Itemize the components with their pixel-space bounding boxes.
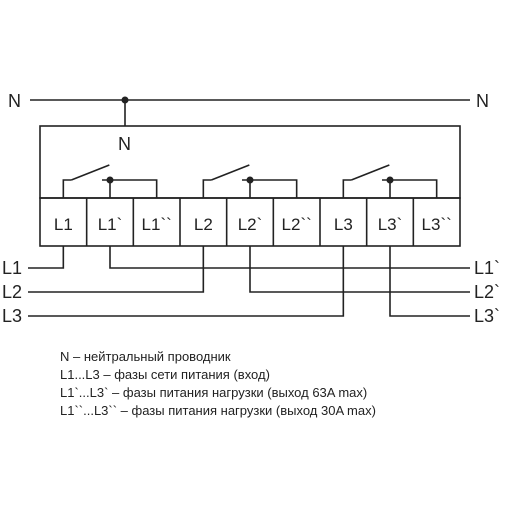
output-wire-l3-single [389,246,470,317]
input-label-l1: L1 [2,258,22,278]
output-label-l2-single: L2` [474,282,500,302]
relay-contacts [62,164,438,198]
relay-contact-blade [71,164,110,181]
legend-line-output-63a: L1`...L3` – фазы питания нагрузки (выход… [60,385,368,400]
terminal-l1: L1 [54,215,73,234]
terminal-l2-double: L2`` [282,215,312,234]
relay-input-stem [342,179,352,198]
relay-contact-blade [211,164,250,181]
relay-output-bus [102,179,158,198]
relay-group-3 [342,164,438,198]
external-labels: L1 L1` L2 L2` L3 L3` [2,258,500,326]
terminal-l2: L2 [194,215,213,234]
relay-contact-blade [351,164,390,181]
neutral-label-right: N [476,91,489,111]
output-label-l1-single: L1` [474,258,500,278]
input-wire-l3 [28,246,345,317]
terminal-l3: L3 [334,215,353,234]
input-wire-l1 [28,246,65,269]
output-label-l3-single: L3` [474,306,500,326]
legend-line-output-30a: L1``...L3`` – фазы питания нагрузки (вых… [60,403,376,418]
input-label-l3: L3 [2,306,22,326]
terminal-l1-single: L1` [98,215,123,234]
relay-junction-dot [106,176,114,184]
legend-line-input: L1...L3 – фазы сети питания (вход) [60,367,270,382]
legend: N – нейтральный проводник L1...L3 – фазы… [60,348,500,420]
input-wire-l2 [28,246,205,293]
legend-line-neutral: N – нейтральный проводник [60,349,231,364]
relay-output-bus [242,179,298,198]
terminal-l3-double: L3`` [422,215,452,234]
relay-junction-dot [246,176,254,184]
neutral-junction-dot [121,96,129,104]
neutral-label-center: N [118,134,131,154]
relay-junction-dot [386,176,394,184]
terminal-l2-single: L2` [238,215,263,234]
external-wires [28,246,470,317]
input-label-l2: L2 [2,282,22,302]
terminal-dividers [85,198,415,246]
terminal-l1-double: L1`` [142,215,172,234]
terminal-labels: L1 L1` L1`` L2 L2` L2`` L3 L3` L3`` [54,215,452,234]
output-wire-l1-single [109,246,470,269]
terminal-l3-single: L3` [378,215,403,234]
output-wire-l2-single [249,246,470,293]
neutral-label-left: N [8,91,21,111]
relay-input-stem [62,179,72,198]
relay-group-1 [62,164,158,198]
relay-group-2 [202,164,298,198]
relay-input-stem [202,179,212,198]
relay-output-bus [382,179,438,198]
